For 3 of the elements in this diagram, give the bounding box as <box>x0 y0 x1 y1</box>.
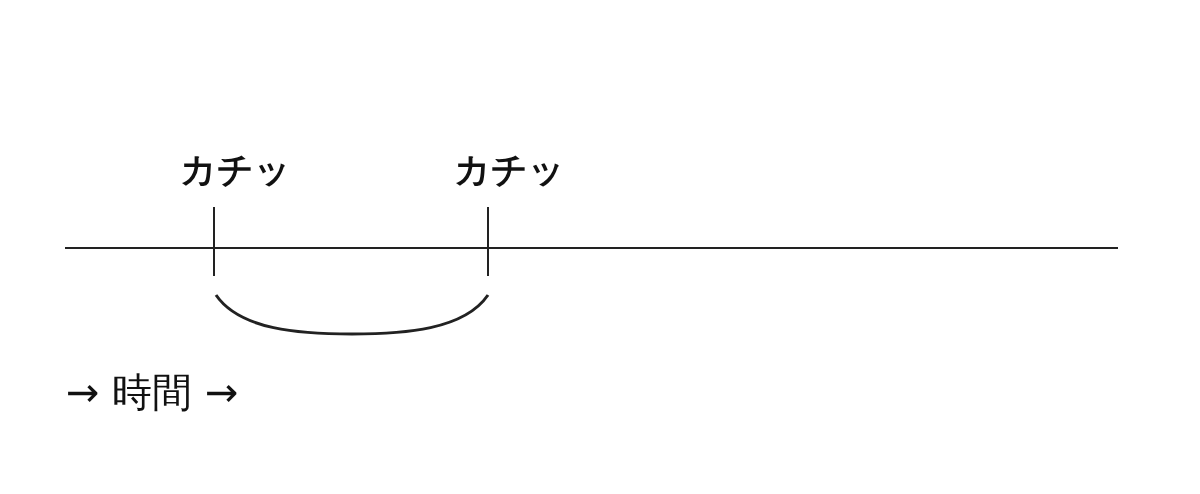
time-direction-label: → 時間 → <box>66 370 239 414</box>
sound-label: カチッ <box>180 150 291 190</box>
sound-label: カチッ <box>454 150 565 190</box>
